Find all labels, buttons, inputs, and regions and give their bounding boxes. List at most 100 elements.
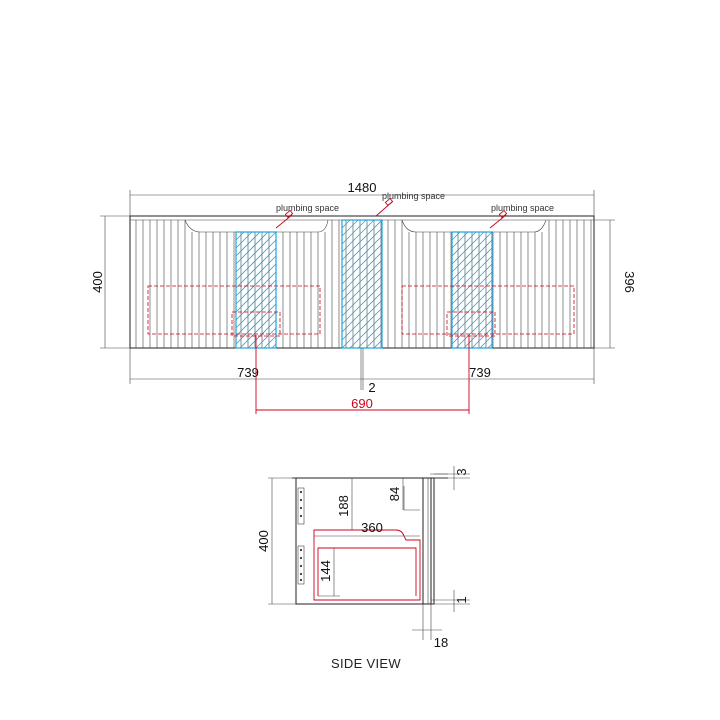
dim-188: 188 — [336, 478, 353, 530]
screw-dot — [299, 498, 303, 502]
hatch-line — [451, 231, 461, 241]
hatch-line — [239, 311, 277, 349]
hatch-line — [235, 287, 277, 329]
hatch-line — [341, 219, 359, 237]
hatch-line — [235, 231, 269, 265]
front-view: 1480 plumbing space — [90, 180, 637, 414]
hatch-line — [235, 247, 277, 289]
screw-dot — [299, 564, 303, 568]
hatch-line — [235, 231, 277, 273]
dim-side-400: 400 — [256, 477, 296, 605]
svg-text:3: 3 — [454, 468, 469, 475]
side-view-caption: SIDE VIEW — [331, 656, 401, 671]
hatch-line — [373, 339, 383, 349]
hatch-line — [451, 271, 493, 313]
hatch-line — [235, 239, 277, 281]
left-drawer-outline — [147, 285, 321, 335]
drawer-profile — [313, 529, 421, 601]
hatch-line — [451, 295, 493, 337]
dim-144: 144 — [318, 548, 340, 597]
hatch-line — [341, 259, 383, 301]
svg-text:396: 396 — [622, 271, 637, 293]
bottom-right-label: 739 — [469, 365, 491, 380]
hatch-line — [235, 231, 245, 241]
svg-text:188: 188 — [336, 495, 351, 517]
svg-text:plumbing space: plumbing space — [491, 203, 554, 213]
svg-text:18: 18 — [434, 635, 448, 650]
hatch-line — [451, 263, 493, 305]
height-right-dimension: 396 — [594, 219, 637, 349]
hatch-line — [451, 231, 477, 257]
front-panel — [422, 477, 432, 605]
center-distance-label: 690 — [351, 396, 373, 411]
right-plumbing-zone — [451, 231, 493, 349]
right-drawer-outline — [401, 285, 575, 335]
hatch-line — [479, 335, 493, 349]
right-trap-outline — [446, 311, 496, 337]
hatch-line — [341, 267, 383, 309]
bottom-gap-label: 2 — [368, 380, 375, 395]
hatch-line — [341, 275, 383, 317]
hatch-line — [235, 279, 277, 321]
center-plumbing-zone — [341, 219, 383, 349]
hatch-line — [341, 219, 383, 261]
hatch-line — [357, 323, 383, 349]
dim-1: 1 — [431, 590, 470, 612]
screw-dot — [299, 490, 303, 494]
hatch-line — [451, 231, 469, 249]
svg-text:84: 84 — [387, 487, 402, 501]
bottom-left-label: 739 — [237, 365, 259, 380]
hatch-line — [451, 287, 493, 329]
plumbing-label-right: plumbing space — [489, 203, 554, 229]
svg-text:400: 400 — [90, 271, 105, 293]
dim-3: 3 — [434, 466, 470, 490]
bottom-dimensions: 739 2 739 — [129, 348, 595, 395]
right-basin-cutout — [401, 219, 547, 233]
screw-dot — [299, 514, 303, 518]
hatch-line — [341, 243, 383, 285]
hatch-line — [235, 295, 277, 337]
screw-dot — [299, 506, 303, 510]
hatch-line — [271, 343, 277, 349]
upper-runner — [297, 487, 305, 525]
hatch-line — [341, 307, 383, 349]
left-plumbing-zone — [235, 231, 277, 349]
svg-text:400: 400 — [256, 530, 271, 552]
hatch-line — [349, 315, 383, 349]
screw-dot — [299, 548, 303, 552]
hatch-line — [471, 327, 493, 349]
hatch-line — [263, 335, 277, 349]
svg-text:plumbing space: plumbing space — [382, 191, 445, 201]
side-view: 188 84 360 144 400 3 — [256, 466, 470, 671]
hatch-line — [341, 227, 383, 269]
hatch-line — [487, 343, 493, 349]
hatch-line — [451, 303, 493, 345]
hatch-line — [341, 251, 383, 293]
hatch-line — [451, 255, 493, 297]
hatch-line — [235, 303, 277, 345]
hatch-line — [341, 219, 375, 253]
dim-360: 360 — [314, 520, 420, 537]
lower-runner — [297, 545, 305, 585]
hatch-line — [341, 283, 383, 325]
left-basin-cutout — [184, 219, 329, 233]
hatch-line — [365, 331, 383, 349]
width-dimension: 1480 — [129, 180, 595, 216]
width-label: 1480 — [348, 180, 377, 195]
svg-text:144: 144 — [318, 560, 333, 582]
hatch-line — [451, 231, 485, 265]
svg-text:plumbing space: plumbing space — [276, 203, 339, 213]
hatch-line — [451, 239, 493, 281]
hatch-line — [341, 219, 351, 229]
hatch-line — [255, 327, 277, 349]
dim-84: 84 — [387, 478, 404, 510]
plumbing-label-left: plumbing space — [275, 203, 339, 229]
svg-text:1: 1 — [454, 596, 469, 603]
hatch-line — [451, 231, 493, 273]
hatch-line — [235, 231, 261, 257]
screw-dot — [299, 556, 303, 560]
side-body-outline — [295, 477, 435, 605]
screw-dot — [299, 578, 303, 582]
screw-dot — [299, 572, 303, 576]
